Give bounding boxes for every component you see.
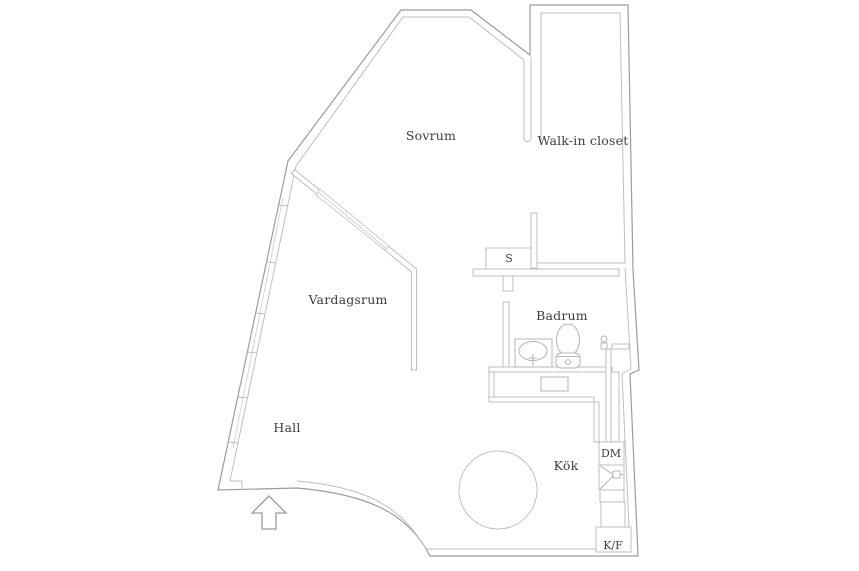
glass-partition-line xyxy=(317,191,388,250)
entrance-arrow-icon xyxy=(250,495,288,530)
room-label-walk-in-closet: Walk-in closet xyxy=(538,133,629,148)
fixture-label-kf: K/F xyxy=(603,539,623,552)
alcove-connector-wall xyxy=(593,401,600,443)
fixture-label-s: S xyxy=(505,252,513,265)
window-segment-icon xyxy=(232,197,284,449)
badrum-bottom-wall xyxy=(488,366,613,373)
window-dividers xyxy=(228,204,288,444)
room-label-vardagsrum: Vardagsrum xyxy=(307,292,387,307)
appliance-icon xyxy=(540,376,569,392)
toilet-icon xyxy=(555,323,581,369)
exterior-wall-outer xyxy=(217,4,640,557)
sovrum-vardagsrum-divider-wall xyxy=(290,168,417,371)
bathroom-sink-icon xyxy=(514,338,553,368)
badrum-door-jamb xyxy=(502,275,514,292)
kitchen-counter-cabinet xyxy=(610,371,620,443)
kitchen-sink-icon xyxy=(599,465,624,490)
alcove-bottom-wall xyxy=(488,396,595,403)
badrum-right-wall xyxy=(611,343,630,350)
room-label-kok: Kök xyxy=(554,458,579,473)
badrum-left-wall xyxy=(502,301,510,369)
glass-partition-icon xyxy=(315,188,390,251)
room-label-hall: Hall xyxy=(273,420,300,435)
kitchen-cell-tall xyxy=(600,501,626,528)
round-table-icon xyxy=(458,450,538,530)
closet-lower-wall xyxy=(530,212,538,269)
exterior-wall-inner xyxy=(229,16,532,490)
fixture-label-dm: DM xyxy=(601,447,621,460)
kitchen-cell-small xyxy=(599,489,625,503)
shower-icon xyxy=(600,335,608,350)
walk-in-closet-inner-wall xyxy=(537,12,626,264)
corridor-wall xyxy=(472,268,620,277)
alcove-left-wall xyxy=(488,371,495,400)
room-label-sovrum: Sovrum xyxy=(406,128,456,143)
kitchen-upper-wall xyxy=(605,348,612,443)
fridge-freezer-box xyxy=(595,526,632,553)
room-label-badrum: Badrum xyxy=(536,308,588,323)
